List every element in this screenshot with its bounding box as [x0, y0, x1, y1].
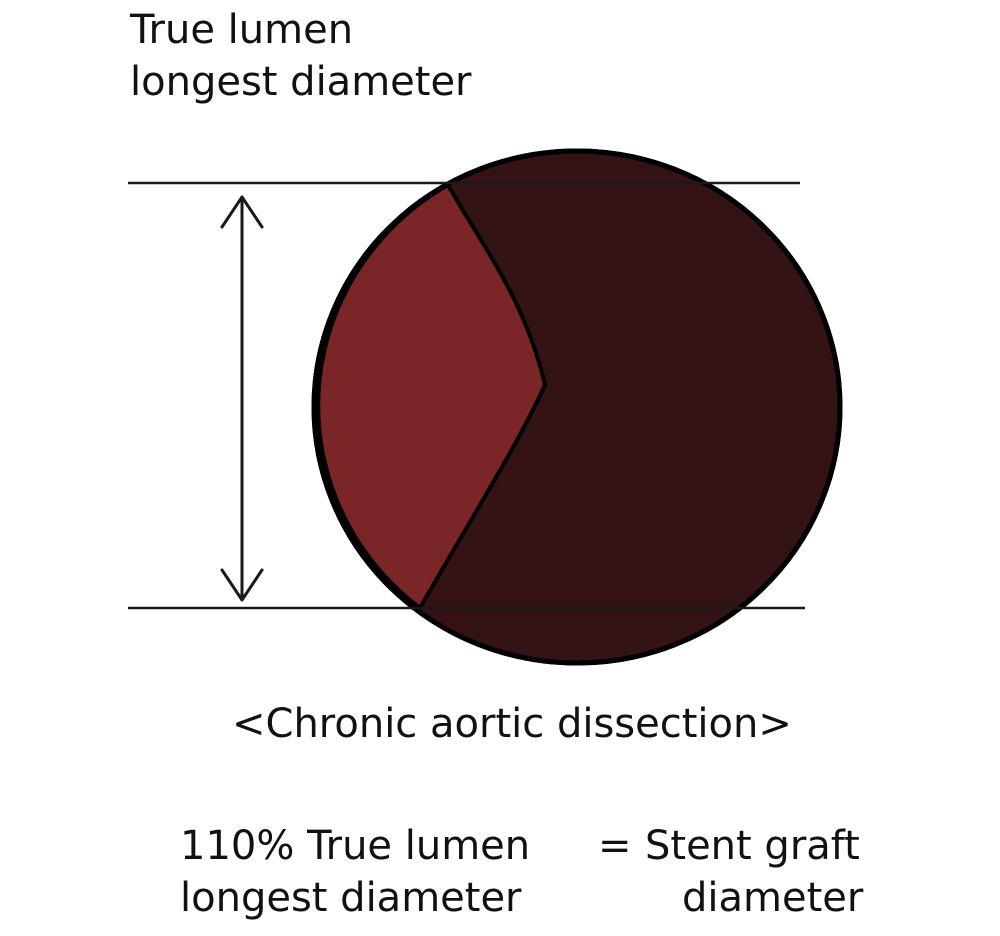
diagram-caption: <Chronic aortic dissection> [232, 701, 792, 747]
formula-left-line1: 110% True lumen [180, 823, 531, 869]
formula-left-line2: longest diameter [180, 875, 522, 921]
formula-equals-sign: = [598, 823, 632, 869]
diameter-arrow [220, 195, 264, 602]
aorta-wall [311, 148, 843, 666]
true-lumen [316, 182, 548, 611]
formula-right-line2: diameter [682, 875, 864, 921]
true-lumen-title-line1: True lumen [130, 7, 354, 53]
formula-right-line1: Stent graft [645, 823, 860, 869]
true-lumen-title-line2: longest diameter [130, 59, 472, 105]
